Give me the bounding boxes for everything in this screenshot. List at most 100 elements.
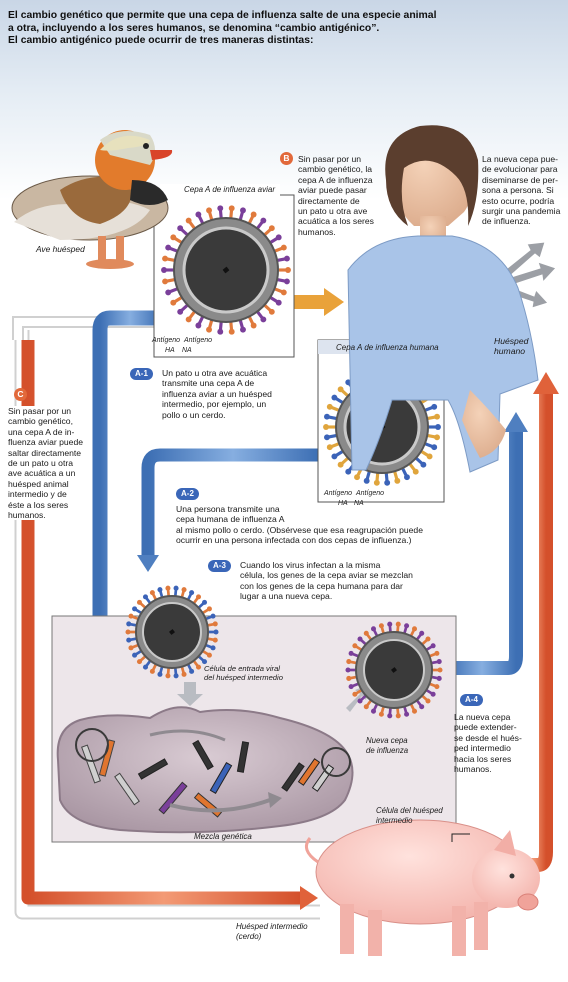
virus-spike-tip <box>157 671 163 677</box>
virus-spike-tip <box>165 585 171 591</box>
virus-spike-tip <box>363 477 370 484</box>
step-b-line: Sin pasar por un <box>298 154 362 164</box>
virus-spike-tip <box>357 698 363 704</box>
virus-spike-tip <box>378 623 384 629</box>
virus-spike-tip <box>284 255 290 262</box>
avian-strain-title: Cepa A de influenza aviar <box>184 185 276 194</box>
badge-a2: A-2 <box>176 488 199 500</box>
virus-spike-tip <box>280 289 287 296</box>
step-c-line: de un pato u otra <box>8 458 73 469</box>
badge-c: C <box>14 388 27 401</box>
virus-spike-tip <box>177 308 184 315</box>
step-a1-line: intermedio, por ejemplo, un <box>162 399 267 410</box>
step-c-line: fluenza aviar puede <box>8 437 84 448</box>
gene-segment <box>224 268 229 273</box>
step-b-line: cambio genético, la <box>298 164 373 175</box>
virus-spike-tip <box>394 477 401 484</box>
virus-spike-tip <box>162 278 168 285</box>
entry-cell-label-line-1: Célula de entrada viral <box>204 664 280 673</box>
virus-spike-tip <box>177 225 184 232</box>
step-a3-line: Cuando los virus infectan a la misma <box>240 560 381 570</box>
arrow-pig-human <box>520 392 553 872</box>
gene-segment <box>170 631 175 635</box>
virus-spike-tip <box>126 621 132 627</box>
pandemic-note-line: surgir una pandemia <box>482 206 561 217</box>
virus-spike-tip <box>165 244 172 251</box>
step-c-line: cambio genético, <box>8 416 73 427</box>
badge-a1: A-1 <box>130 368 153 380</box>
step-a2-line: cepa humana de influenza A <box>176 514 285 525</box>
arrow-c <box>21 340 300 905</box>
step-c-line: ave acuática a un <box>8 468 76 479</box>
human-host-label-line-2: humano <box>494 346 526 357</box>
virus-spike-tip <box>128 613 134 619</box>
step-a3-text: Cuando los virus infectan a la misma cél… <box>240 560 413 602</box>
pandemic-note: La nueva cepa pue- de evolucionar para d… <box>482 154 560 227</box>
arrow-a2 <box>141 448 318 555</box>
virus-spike-tip <box>430 643 436 649</box>
virus-spike-tip <box>195 211 202 218</box>
gene-segment <box>392 669 397 673</box>
virus-new-strain <box>345 621 443 719</box>
arrow-a4 <box>448 432 523 675</box>
virus-spike-tip <box>165 673 171 679</box>
virus-spike-tip <box>419 704 425 710</box>
virus-spike-tip <box>378 711 384 717</box>
virus-spike-tip <box>436 675 442 681</box>
virus-spike-tip <box>240 207 246 214</box>
heading-line-3: El cambio antigénico puede ocurrir de tr… <box>8 35 314 47</box>
virus-spike-tip <box>260 217 267 224</box>
entry-cell-label: Célula de entrada viral del huésped inte… <box>204 664 283 683</box>
virus-spike-tip <box>395 621 401 627</box>
step-c-line: una cepa A de in- <box>8 426 75 437</box>
human-host-label-line-1: Huésped <box>494 336 529 346</box>
virus-spike-tip <box>126 637 132 643</box>
virus-spike-tip <box>136 659 143 665</box>
virus-spike-tip <box>285 267 291 273</box>
step-c-line: humanos. <box>8 510 46 521</box>
virus-spike-tip <box>206 652 212 658</box>
virus-spike-tip <box>275 299 282 306</box>
virus-spike-tip <box>404 711 410 717</box>
virus-spike-tip <box>149 668 155 674</box>
virus-spike-tip <box>212 621 218 627</box>
virus-spike-tip <box>435 424 441 430</box>
virus-spike-tip <box>437 667 443 673</box>
avian-antigen-label-1: Antígeno <box>152 337 181 344</box>
virus-spike-tip <box>373 479 380 486</box>
heading-line-2: a otra, incluyendo a los seres humanos, … <box>8 22 380 34</box>
virus-spike-tip <box>189 590 195 596</box>
virus-spike-tip <box>324 413 330 420</box>
pandemic-note-line: sona a persona. Si <box>482 185 554 196</box>
virus-spike-tip <box>136 599 143 605</box>
intermediate-host-label: Huésped intermedio (cerdo) <box>236 922 308 943</box>
virus-spike-tip <box>434 413 440 420</box>
virus-entry <box>125 585 219 679</box>
human-na-label: NA <box>354 500 364 507</box>
virus-spike-tip <box>170 299 177 306</box>
step-a4-line: ped intermedio <box>454 743 511 754</box>
step-a4-line: se desde el hués- <box>454 732 522 743</box>
virus-spike-tip <box>181 671 187 677</box>
virus-spike-tip <box>132 606 138 612</box>
entry-cell-label-line-2: del huésped intermedio <box>204 673 283 683</box>
entry-arrow <box>177 682 203 706</box>
virus-spike-tip <box>250 211 257 218</box>
virus-spike-tip <box>162 255 168 262</box>
step-a3-line: con los genes de la cepa humana para dar <box>240 580 403 591</box>
step-b-line: aviar puede pasar <box>298 185 367 196</box>
virus-spike-tip <box>412 468 419 475</box>
virus-spike-tip <box>149 590 155 596</box>
virus-spike-tip <box>185 217 192 224</box>
human-antigen-label-1: Antígeno <box>324 490 353 497</box>
step-a4-line: hacia los seres <box>454 753 512 764</box>
intermediate-host-label-line-2: (cerdo) <box>236 932 262 942</box>
step-c-text: Sin pasar por un cambio genético, una ce… <box>8 406 92 521</box>
human-antigen-label-2: Antígeno <box>356 490 385 497</box>
virus-spike-tip <box>346 675 352 681</box>
virus-spike-tip <box>436 659 442 665</box>
badge-a4: A-4 <box>460 694 483 706</box>
host-cell-label: Célula del huésped intermedio <box>376 806 443 825</box>
virus-spike-tip <box>411 626 418 632</box>
